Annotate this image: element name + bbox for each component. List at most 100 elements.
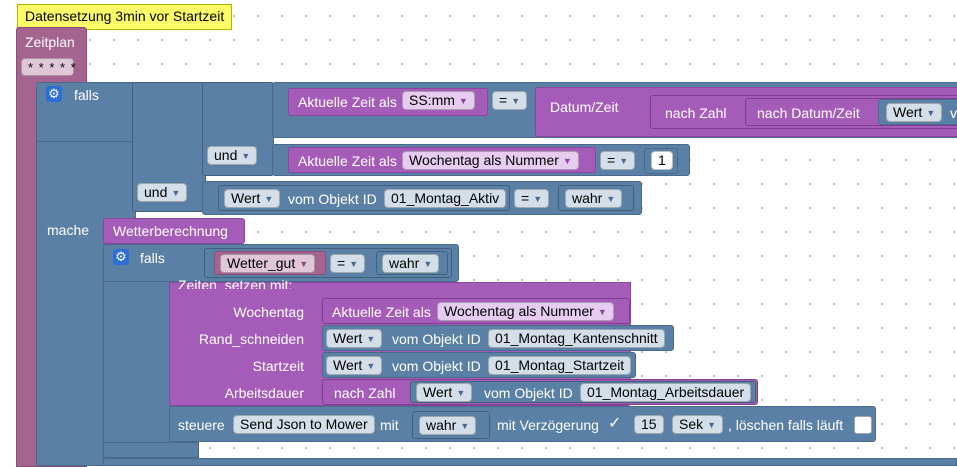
- falls-label: falls: [74, 87, 99, 103]
- param-rand-value-dropdown[interactable]: Wert▼: [326, 329, 383, 348]
- chevron-down-icon: ▼: [171, 188, 181, 198]
- chevron-down-icon: ▼: [264, 194, 274, 204]
- control-value-dropdown[interactable]: wahr▼: [419, 416, 477, 435]
- param-name-startzeit: Startzeit: [252, 358, 304, 374]
- param-arbeitsdauer-object-label: vom Objekt ID: [484, 385, 573, 401]
- and-operator-dropdown-inner[interactable]: und▼: [207, 146, 258, 165]
- current-time-label-1: Aktuelle Zeit als: [298, 94, 397, 110]
- object-id-label-3: vom Objekt ID: [288, 191, 377, 207]
- chevron-down-icon: ▼: [533, 194, 543, 204]
- inner-operator-dropdown[interactable]: =▼: [330, 254, 366, 273]
- and-operator-dropdown-outer[interactable]: und▼: [137, 183, 188, 202]
- param-wochentag-format: Wochentag als Nummer: [444, 303, 594, 319]
- param-rand-object-id[interactable]: 01_Montag_Kantenschnitt: [488, 329, 665, 348]
- cron-value: * * * * *: [28, 60, 77, 75]
- bool-dropdown-3[interactable]: wahr▼: [565, 189, 623, 208]
- number-value: 1: [658, 152, 666, 168]
- time-format-dropdown-2[interactable]: Wochentag als Nummer▼: [402, 151, 579, 170]
- block-comment[interactable]: Datensetzung 3min vor Startzeit: [17, 4, 233, 30]
- time-format-value-1: SS:mm: [409, 92, 455, 108]
- delay-label: mit Verzögerung: [497, 417, 599, 433]
- variable-value: Wetter_gut: [227, 255, 296, 271]
- inner-falls-label: falls: [140, 250, 165, 266]
- delay-checkbox-checkmark[interactable]: ✓: [608, 415, 622, 432]
- param-startzeit-object-id-value: 01_Montag_Startzeit: [495, 357, 625, 373]
- chevron-down-icon: ▼: [458, 96, 468, 106]
- time-format-dropdown-1[interactable]: SS:mm▼: [402, 91, 475, 110]
- control-value: wahr: [426, 417, 457, 433]
- inner-bool-dropdown[interactable]: wahr▼: [382, 254, 440, 273]
- param-startzeit-value-dropdown[interactable]: Wert▼: [326, 356, 383, 375]
- control-label: steuere: [178, 417, 225, 433]
- chevron-down-icon: ▼: [707, 420, 717, 430]
- compare-operator-dropdown-1[interactable]: =▼: [492, 91, 528, 110]
- mache-label: mache: [47, 222, 90, 238]
- control-target-field[interactable]: Send Json to Mower: [233, 415, 375, 434]
- number-input[interactable]: 1: [651, 151, 673, 170]
- param-arbeitsdauer-value-dropdown[interactable]: Wert▼: [416, 383, 473, 402]
- chevron-down-icon: ▼: [597, 307, 607, 317]
- param-startzeit-value: Wert: [333, 357, 363, 373]
- variable-dropdown[interactable]: Wetter_gut▼: [220, 254, 316, 273]
- chevron-down-icon: ▼: [562, 156, 572, 166]
- operator-value-3: =: [521, 190, 530, 206]
- delay-unit-value: Sek: [679, 416, 704, 432]
- param-startzeit-object-id[interactable]: 01_Montag_Startzeit: [488, 356, 632, 375]
- operator-value-2: =: [607, 152, 616, 168]
- compare-operator-dropdown-3[interactable]: =▼: [514, 189, 550, 208]
- control-with-label: mit: [380, 417, 399, 433]
- param-wochentag-label: Aktuelle Zeit als: [332, 304, 431, 320]
- chevron-down-icon: ▼: [456, 388, 466, 398]
- and-label-outer: und: [144, 184, 168, 200]
- chevron-down-icon: ▼: [460, 421, 470, 431]
- param-arbeitsdauer-object-id-value: 01_Montag_Arbeitsdauer: [587, 384, 745, 400]
- schedule-label: Zeitplan: [25, 34, 75, 50]
- param-rand-object-label: vom Objekt ID: [392, 331, 481, 347]
- param-rand-object-id-value: 01_Montag_Kantenschnitt: [495, 330, 658, 346]
- value-dropdown-3[interactable]: Wert▼: [224, 189, 281, 208]
- truncated-label: v: [950, 105, 957, 121]
- inner-bool-value: wahr: [389, 255, 420, 271]
- gear-glyph: ⚙: [48, 86, 60, 101]
- outer-if-bottom-edge: [103, 458, 957, 466]
- chevron-down-icon: ▼: [619, 156, 629, 166]
- chevron-down-icon: ▼: [349, 259, 359, 269]
- delay-value-field[interactable]: 15: [634, 415, 664, 434]
- weather-calc-block[interactable]: [103, 218, 245, 244]
- operator-value-1: =: [499, 92, 508, 108]
- param-arbeitsdauer-object-id[interactable]: 01_Montag_Arbeitsdauer: [580, 383, 752, 402]
- param-wochentag-format-dropdown[interactable]: Wochentag als Nummer▼: [437, 302, 614, 321]
- delay-unit-dropdown[interactable]: Sek▼: [672, 415, 724, 434]
- datetime-label: Datum/Zeit: [550, 99, 619, 115]
- function-call-title: Zeiten_setzen mit:: [178, 279, 293, 289]
- param-name-arbeitsdauer: Arbeitsdauer: [224, 385, 304, 401]
- chevron-down-icon: ▼: [606, 194, 616, 204]
- gear-icon[interactable]: ⚙: [113, 249, 129, 265]
- param-startzeit-object-label: vom Objekt ID: [392, 358, 481, 374]
- chevron-down-icon: ▼: [423, 259, 433, 269]
- weather-calc-label: Wetterberechnung: [113, 223, 228, 239]
- gear-icon[interactable]: ⚙: [46, 86, 62, 102]
- chevron-down-icon: ▼: [366, 361, 376, 371]
- chevron-down-icon: ▼: [511, 96, 521, 106]
- param-arbeitsdauer-value: Wert: [423, 384, 453, 400]
- and-label-inner: und: [214, 147, 238, 163]
- bool-value-3: wahr: [572, 190, 603, 206]
- compare-operator-dropdown-2[interactable]: =▼: [600, 151, 636, 170]
- chevron-down-icon: ▼: [241, 151, 251, 161]
- to-datetime-label: nach Datum/Zeit: [757, 105, 860, 121]
- value-dropdown-1[interactable]: Wert▼: [886, 103, 943, 122]
- gear-glyph-2: ⚙: [115, 249, 127, 264]
- clear-if-running-checkbox[interactable]: [854, 416, 872, 434]
- param-name-rand: Rand_schneiden: [198, 331, 304, 347]
- time-format-value-2: Wochentag als Nummer: [409, 152, 559, 168]
- param-rand-value: Wert: [333, 330, 363, 346]
- clear-if-running-label: , löschen falls läuft: [728, 417, 844, 433]
- object-id-field-3[interactable]: 01_Montag_Aktiv: [384, 189, 507, 208]
- param-arbeitsdauer-to-number: nach Zahl: [334, 385, 396, 401]
- to-number-label: nach Zahl: [665, 105, 727, 121]
- inner-operator-value: =: [337, 255, 346, 271]
- delay-value: 15: [641, 416, 657, 432]
- chevron-down-icon: ▼: [926, 108, 936, 118]
- schedule-cron-field[interactable]: * * * * *: [21, 58, 77, 76]
